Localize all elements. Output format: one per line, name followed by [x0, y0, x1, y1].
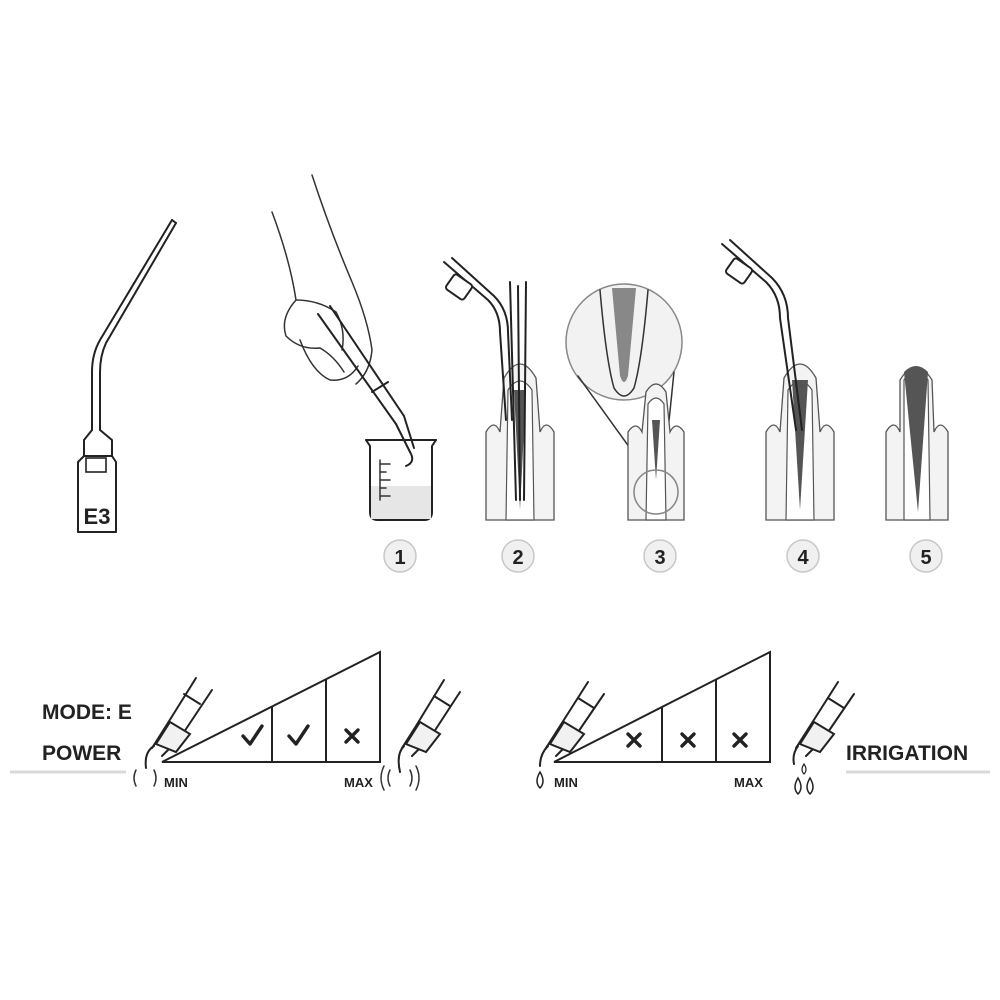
step-badge-3: 3 [643, 539, 677, 573]
step-badge-5: 5 [909, 539, 943, 573]
handpiece-high-icon [380, 679, 461, 791]
step-2-illustration [443, 257, 555, 521]
svg-text:1: 1 [394, 547, 405, 569]
step-badge-1: 1 [383, 539, 417, 573]
irrigation-level-2-cross-icon [680, 732, 696, 748]
handpiece-low-icon [133, 677, 213, 787]
power-label: POWER [42, 742, 121, 765]
step-5-illustration [885, 366, 949, 521]
irrigation-label: IRRIGATION [846, 742, 968, 765]
step-badge-4: 4 [786, 539, 820, 573]
power-min-label: MIN [164, 775, 188, 790]
step-3-illustration [565, 283, 685, 521]
svg-text:2: 2 [512, 547, 523, 569]
irrigation-level-3-cross-icon [732, 732, 748, 748]
svg-text:4: 4 [797, 547, 809, 569]
irrigation-max-label: MAX [734, 775, 763, 790]
step-1-illustration [271, 174, 437, 521]
svg-text:3: 3 [654, 547, 665, 569]
power-level-3-cross-icon [344, 728, 360, 744]
irrigation-min-label: MIN [554, 775, 578, 790]
power-level-2-check-icon [287, 724, 310, 746]
power-level-1-check-icon [241, 724, 264, 746]
mode-label: MODE: E [42, 701, 132, 724]
step-4-illustration [721, 239, 835, 521]
e3-scaler-tip: E3 [77, 219, 177, 533]
tip-label: E3 [84, 504, 111, 529]
irrigation-level-1-cross-icon [626, 732, 642, 748]
irrigation-panel: MIN MAX IRRIGATION [536, 650, 990, 796]
handpiece-low-water-icon [536, 681, 605, 790]
power-panel: MODE: E POWER MIN MAX [10, 650, 461, 791]
power-max-label: MAX [344, 775, 373, 790]
svg-text:5: 5 [920, 547, 931, 569]
handpiece-high-water-icon [792, 681, 855, 796]
step-badge-2: 2 [501, 539, 535, 573]
